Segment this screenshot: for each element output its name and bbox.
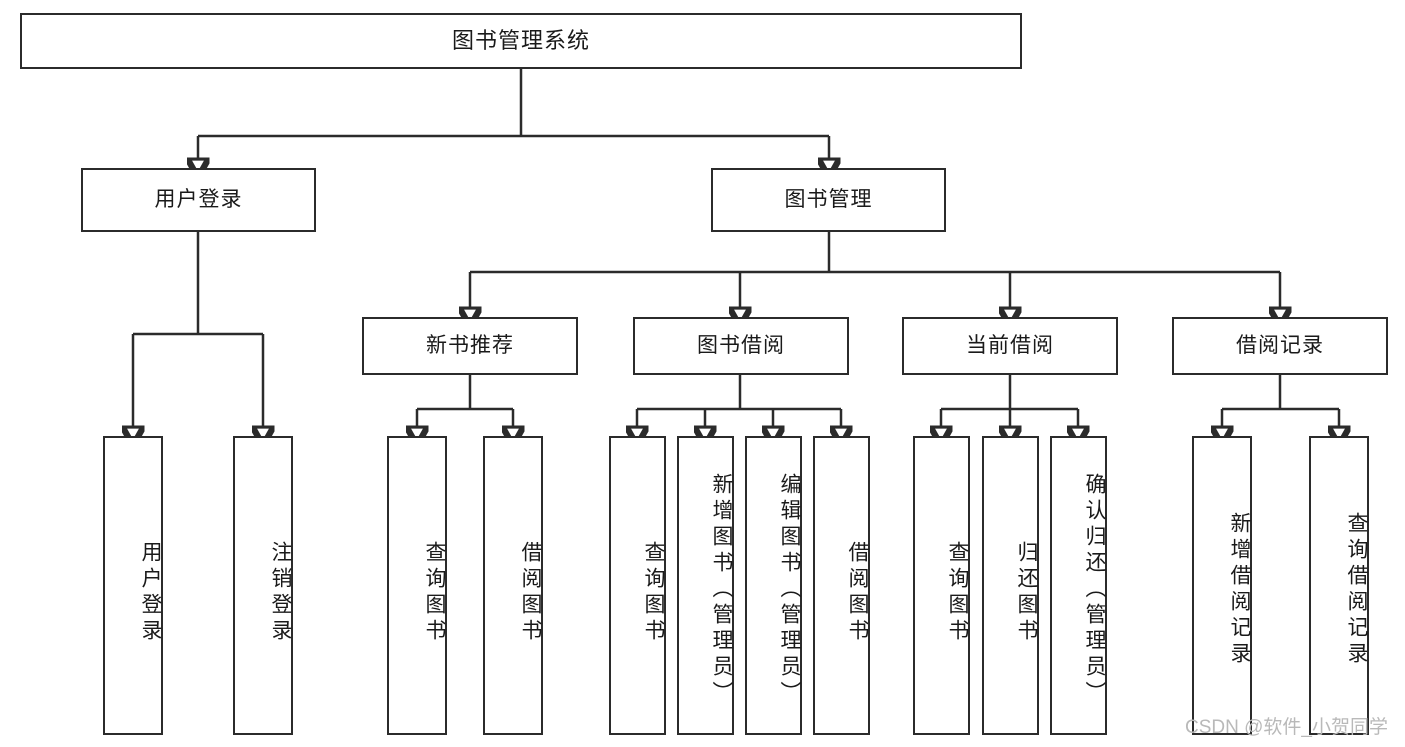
node-book-management[interactable]: 图书管理	[711, 168, 946, 232]
leaf-record-query-record[interactable]: 查询借阅记录	[1309, 436, 1369, 735]
node-label: 图书借阅	[697, 334, 785, 358]
node-label: 编辑图书（管理员）	[778, 472, 801, 707]
leaf-record-add-record[interactable]: 新增借阅记录	[1192, 436, 1252, 735]
node-label: 用户登录	[154, 188, 243, 212]
leaf-new-book-borrow[interactable]: 借阅图书	[483, 436, 543, 735]
node-label: 图书管理系统	[451, 27, 590, 53]
node-label: 图书管理	[784, 188, 873, 212]
node-label: 注销登录	[269, 540, 292, 645]
node-label: 新增图书（管理员）	[710, 472, 733, 707]
node-book-borrow[interactable]: 图书借阅	[633, 317, 849, 375]
leaf-borrow-borrow-book[interactable]: 借阅图书	[813, 436, 870, 735]
node-label: 用户登录	[139, 540, 162, 645]
leaf-borrow-add-book-admin[interactable]: 新增图书（管理员）	[677, 436, 734, 735]
node-label: 当前借阅	[966, 334, 1054, 358]
leaf-current-confirm-return-admin[interactable]: 确认归还（管理员）	[1050, 436, 1107, 735]
node-label: 确认归还（管理员）	[1083, 472, 1106, 707]
leaf-user-login-logout[interactable]: 注销登录	[233, 436, 293, 735]
node-new-book-recommend[interactable]: 新书推荐	[362, 317, 578, 375]
node-label: 借阅图书	[519, 540, 542, 645]
leaf-current-return-book[interactable]: 归还图书	[982, 436, 1039, 735]
node-label: 新书推荐	[426, 334, 514, 358]
node-label: 借阅记录	[1236, 334, 1324, 358]
node-label: 查询图书	[423, 540, 446, 645]
node-label: 借阅图书	[846, 540, 869, 645]
leaf-user-login-login[interactable]: 用户登录	[103, 436, 163, 735]
leaf-borrow-query-book[interactable]: 查询图书	[609, 436, 666, 735]
csdn-watermark: CSDN @软件_小贺同学	[1185, 717, 1388, 738]
node-label: 查询图书	[946, 540, 969, 645]
node-user-login[interactable]: 用户登录	[81, 168, 316, 232]
node-label: 查询图书	[642, 540, 665, 645]
leaf-current-query-book[interactable]: 查询图书	[913, 436, 970, 735]
leaf-new-book-query[interactable]: 查询图书	[387, 436, 447, 735]
node-label: 查询借阅记录	[1345, 511, 1368, 668]
node-label: 新增借阅记录	[1228, 511, 1251, 668]
leaf-borrow-edit-book-admin[interactable]: 编辑图书（管理员）	[745, 436, 802, 735]
node-root-system[interactable]: 图书管理系统	[20, 13, 1022, 69]
node-borrow-record[interactable]: 借阅记录	[1172, 317, 1388, 375]
node-label: 归还图书	[1015, 540, 1038, 645]
node-current-borrow[interactable]: 当前借阅	[902, 317, 1118, 375]
